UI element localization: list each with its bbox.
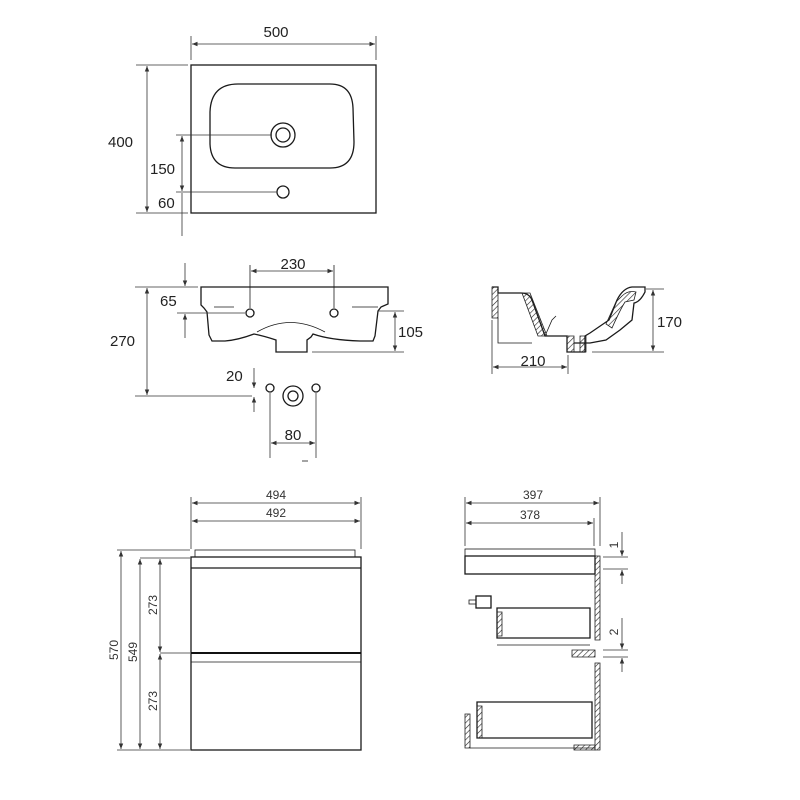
cabinet-front-view: 494 492 570 549 273 273 — [107, 488, 362, 751]
basin-side-section: 170 210 — [491, 286, 682, 374]
drain-hole-outer-icon — [282, 385, 304, 407]
dim-cabinet-width-inner: 492 — [266, 506, 286, 520]
dim-drain-offset: 60 — [158, 195, 175, 212]
handle-icon — [475, 595, 492, 609]
dim-cabinet-height-body: 549 — [126, 642, 140, 662]
dim-top-depth: 400 — [108, 134, 133, 151]
dim-total-height: 270 — [110, 333, 135, 350]
detail-hole-left-icon — [265, 383, 275, 393]
hole-detail: 20 80 — [226, 368, 321, 462]
tap-hole-inner-icon — [275, 127, 291, 143]
dim-side-depth-outer: 397 — [523, 488, 543, 502]
cabinet-side-section: 397 378 1 2 — [464, 488, 628, 751]
basin-front-view: 230 65 270 105 — [110, 256, 423, 397]
mount-hole-right-icon — [329, 308, 339, 318]
dim-detail-spacing: 80 — [285, 427, 302, 444]
dim-cabinet-height-total: 570 — [107, 640, 121, 660]
dim-top-width: 500 — [263, 24, 288, 41]
detail-hole-right-icon — [311, 383, 321, 393]
dim-cabinet-width-outer: 494 — [266, 488, 286, 502]
overflow-hole-icon — [276, 185, 290, 199]
cabinet-side-top — [464, 548, 596, 557]
drain-hole-inner-icon — [287, 390, 299, 402]
lower-drawer-box — [476, 701, 593, 739]
dim-tap-offset: 150 — [150, 161, 175, 178]
dim-mount-height: 65 — [160, 293, 177, 310]
dim-holes-spacing: 230 — [280, 256, 305, 273]
dim-side-depth-inner: 378 — [520, 508, 540, 522]
basin-bowl — [209, 83, 355, 169]
dim-gap-top: 1 — [607, 541, 621, 548]
dim-drawer-top: 273 — [146, 595, 160, 615]
dim-side-depth: 210 — [520, 353, 545, 370]
upper-drawer-box — [496, 607, 591, 639]
dim-gap-mid: 2 — [607, 628, 621, 635]
cabinet-side-upper — [464, 555, 596, 575]
basin-outline — [190, 64, 377, 214]
cabinet-top-slab — [194, 549, 356, 558]
dim-detail-offset: 20 — [226, 368, 243, 385]
dim-side-height: 170 — [657, 314, 682, 331]
dim-drawer-bottom: 273 — [146, 691, 160, 711]
dim-drain-height: 105 — [398, 324, 423, 341]
mount-hole-left-icon — [245, 308, 255, 318]
basin-front-outline — [200, 286, 389, 353]
basin-top-view: 500 400 150 60 — [108, 24, 377, 236]
tap-hole-icon — [270, 122, 296, 148]
